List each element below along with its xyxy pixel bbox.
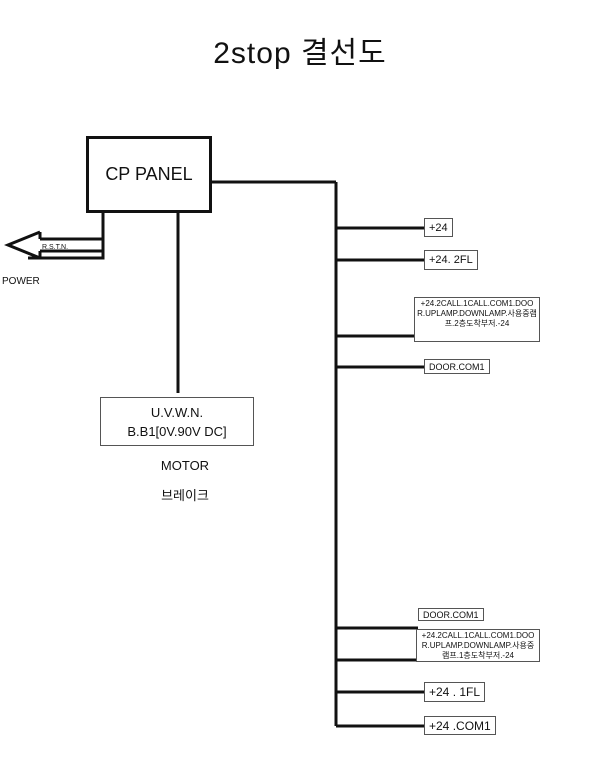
terminal-label-4: DOOR.COM1	[424, 359, 490, 374]
motor-line-1: U.V.W.N.	[150, 404, 204, 420]
wires	[28, 180, 424, 728]
power-arrow-icon	[4, 230, 102, 260]
power-label: POWER	[2, 276, 40, 287]
terminal-label-1: +24	[424, 218, 453, 237]
power-signal-label: R.S.T.N.	[42, 244, 69, 251]
motor-line-2: B.B1[0V.90V DC]	[127, 423, 227, 439]
cp-panel-box: CP PANEL	[86, 136, 212, 213]
power-wire	[28, 212, 105, 260]
motor-terminal-box: U.V.W.N. B.B1[0V.90V DC]	[100, 397, 254, 446]
brake-label: 브레이크	[161, 488, 209, 503]
terminal-label-2: +24. 2FL	[424, 250, 478, 270]
terminal-label-6: +24.2CALL.1CALL.COM1.DOOR.UPLAMP.DOWNLAM…	[416, 629, 540, 662]
motor-label: MOTOR	[160, 458, 210, 473]
terminal-label-8: +24 .COM1	[424, 716, 496, 735]
page-title: 2stop 결선도	[213, 37, 387, 70]
terminal-label-5: DOOR.COM1	[418, 608, 484, 621]
terminal-label-7: +24 . 1FL	[424, 682, 486, 702]
terminal-label-3: +24.2CALL.1CALL.COM1.DOOR.UPLAMP.DOWNLAM…	[414, 297, 540, 342]
